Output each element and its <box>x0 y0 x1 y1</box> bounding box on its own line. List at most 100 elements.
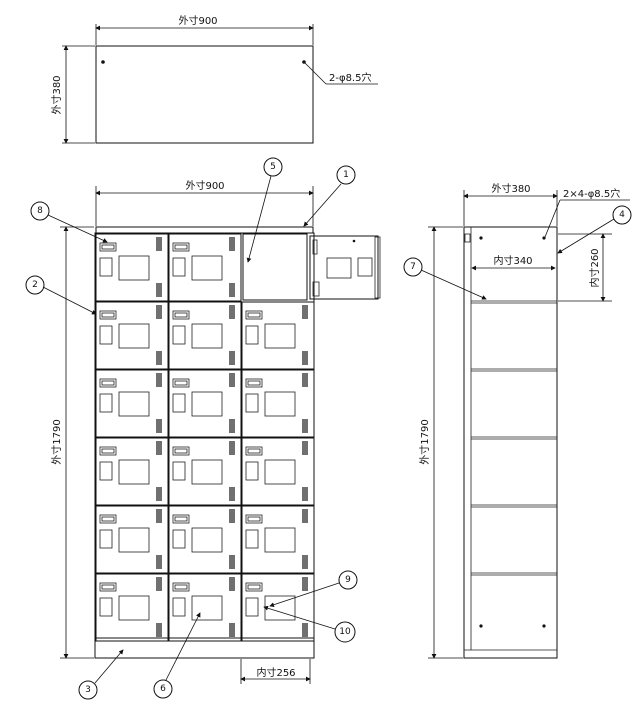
locker-door <box>241 505 315 574</box>
door-panel <box>99 529 113 549</box>
label-plate <box>172 446 190 456</box>
door-window <box>264 391 296 417</box>
label-plate <box>172 378 190 388</box>
vent-slots <box>229 441 235 455</box>
door-panel <box>357 257 373 277</box>
door-window <box>264 595 296 621</box>
vent-slots <box>229 351 235 365</box>
vent-slots <box>156 283 162 297</box>
callout-2-label: 2 <box>32 280 38 290</box>
top-view: 外寸900 外寸380 2-φ8.5穴 <box>50 14 378 144</box>
callout-8 <box>30 201 50 221</box>
side-depth-label: 外寸380 <box>491 182 530 195</box>
label-plate <box>245 582 263 592</box>
callout-7-label: 7 <box>410 262 416 272</box>
vent-slots <box>156 577 162 591</box>
door-window <box>191 459 223 485</box>
door-window <box>118 255 150 281</box>
callout-10 <box>334 621 356 643</box>
vent-slots <box>302 577 308 591</box>
door-panel <box>245 393 259 413</box>
side-hole <box>542 624 546 628</box>
locker-door <box>168 437 242 506</box>
door-window <box>118 391 150 417</box>
label-plate <box>99 242 117 252</box>
door-panel <box>99 257 113 277</box>
label-plate <box>99 378 117 388</box>
label-plate <box>172 310 190 320</box>
callout-9 <box>338 570 358 590</box>
door-panel <box>172 597 186 617</box>
callout-2 <box>25 275 45 295</box>
vent-slots <box>229 305 235 319</box>
door-panel <box>172 529 186 549</box>
label-plate <box>172 514 190 524</box>
inner-depth-label: 内寸340 <box>493 254 532 267</box>
door-window <box>191 323 223 349</box>
door-window <box>118 595 150 621</box>
label-plate <box>245 514 263 524</box>
callout-1 <box>336 165 356 185</box>
vent-slots <box>156 623 162 637</box>
locker-door <box>95 233 169 302</box>
door-panel <box>99 325 113 345</box>
door-window <box>191 391 223 417</box>
locker-door <box>168 301 242 370</box>
label-plate <box>172 582 190 592</box>
locker-door <box>241 369 315 438</box>
door-panel <box>99 393 113 413</box>
locker-door <box>168 369 242 438</box>
inner-height-label: 内寸260 <box>588 248 601 287</box>
front-width-label: 外寸900 <box>185 179 224 192</box>
locker-door <box>168 505 242 574</box>
callout-5-label: 5 <box>270 162 276 172</box>
inner-width-label: 内寸256 <box>256 666 295 679</box>
callout-10-label: 10 <box>339 627 351 637</box>
locker-door <box>95 505 169 574</box>
front-view: 外寸900 外寸1790 内寸256 <box>50 179 381 684</box>
callout-5 <box>263 157 283 177</box>
side-outline <box>463 226 558 659</box>
callout-4-label: 4 <box>619 210 625 220</box>
top-cap <box>95 226 314 234</box>
door-panel <box>245 325 259 345</box>
door-window <box>326 257 352 279</box>
locker-door <box>241 301 315 370</box>
top-view-outline <box>95 45 314 144</box>
side-hole <box>542 236 546 240</box>
locker-door <box>168 573 242 642</box>
vent-slots <box>229 509 235 523</box>
locker-door <box>168 233 242 302</box>
locker-doors <box>95 233 315 642</box>
locker-door <box>95 301 169 370</box>
vent-slots <box>156 555 162 569</box>
callout-9-label: 9 <box>345 575 351 585</box>
door-panel <box>172 461 186 481</box>
door-window <box>264 323 296 349</box>
top-depth-label: 外寸380 <box>50 75 63 114</box>
mount-hole <box>101 60 105 64</box>
side-height-label: 外寸1790 <box>418 419 431 464</box>
vent-slots <box>156 237 162 251</box>
callout-3 <box>78 680 98 700</box>
vent-slots <box>156 419 162 433</box>
locker-door <box>241 573 315 642</box>
vent-slots <box>229 487 235 501</box>
label-plate <box>99 514 117 524</box>
label-plate <box>245 446 263 456</box>
vent-slots <box>302 509 308 523</box>
vent-slots <box>156 351 162 365</box>
vent-slots <box>302 419 308 433</box>
label-plate <box>245 310 263 320</box>
vent-slots <box>302 351 308 365</box>
door-window <box>118 527 150 553</box>
vent-slots <box>156 509 162 523</box>
vent-slots <box>229 555 235 569</box>
vent-slots <box>229 237 235 251</box>
vent-slots <box>302 555 308 569</box>
side-hole <box>479 624 483 628</box>
side-view: 外寸380 2×4-φ8.5穴 内寸340 内寸260 外寸1790 <box>418 182 630 659</box>
top-width-label: 外寸900 <box>178 14 217 27</box>
label-plate <box>172 242 190 252</box>
vent-slots <box>156 441 162 455</box>
